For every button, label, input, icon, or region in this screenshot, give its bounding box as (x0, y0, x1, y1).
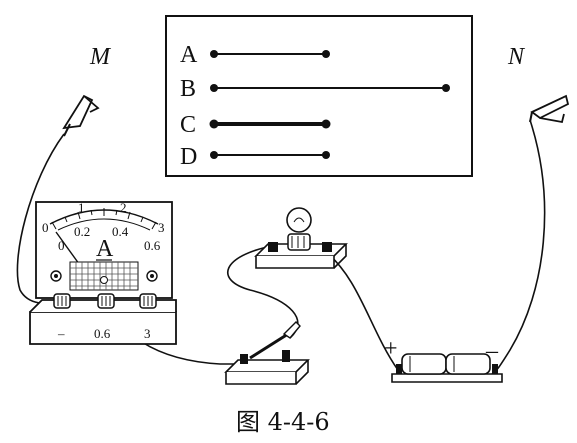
ammeter-terminal-label-3: 3 (144, 326, 151, 341)
wire-b-end-right (442, 84, 450, 92)
wire-a-end-left (210, 50, 218, 58)
clip-label-n: N (507, 44, 526, 70)
wire-board: A B C D (165, 15, 473, 177)
ammeter-scale-outer-1: 1 (78, 200, 85, 215)
wire-b-end-left (210, 84, 218, 92)
switch-handle (282, 321, 301, 339)
wire-d-end-left (210, 151, 218, 159)
wire-label-c: C (180, 112, 196, 138)
ammeter-scale-inner-0: 0 (58, 238, 65, 253)
ammeter-terminal-label-0-6: 0.6 (94, 326, 111, 341)
wire-lamp-to-battery (325, 251, 399, 371)
switch-base (224, 359, 310, 373)
ammeter-unit: A (96, 236, 114, 262)
ammeter-scale-inner-2: 0.4 (112, 224, 129, 239)
battery-holder (391, 373, 503, 383)
ammeter-terminal-minus (53, 293, 71, 309)
battery-cell-right (445, 353, 491, 375)
wire-switch-to-lamp (227, 245, 299, 339)
wire-board-frame (165, 15, 473, 177)
ammeter-scale-outer-2: 2 (120, 200, 127, 215)
alligator-clip-n (529, 94, 570, 124)
ammeter: 0 1 2 3 0 0.2 0.4 0.6 A (29, 200, 177, 345)
lamp (254, 207, 348, 269)
battery-negative-label: – (485, 338, 499, 364)
wire-clip-n-to-battery (491, 119, 546, 375)
ammeter-terminal-0-6 (97, 293, 115, 309)
connecting-wires (16, 119, 546, 375)
knife-switch (224, 321, 310, 385)
wire-label-a: A (180, 42, 198, 68)
wire-a-end-right (322, 50, 330, 58)
wire-d-end-right (322, 151, 330, 159)
battery-cell-left (401, 353, 447, 375)
wire-label-b: B (180, 76, 196, 102)
switch-blade (249, 332, 289, 360)
ammeter-scale-outer-3: 3 (158, 220, 165, 235)
clip-label-m: M (89, 44, 112, 70)
wire-label-d: D (180, 144, 197, 170)
ammeter-scale-outer-0: 0 (42, 220, 49, 235)
ammeter-terminal-label-minus: – (57, 326, 65, 341)
battery: + – (384, 336, 503, 383)
ammeter-terminal-3 (139, 293, 157, 309)
ammeter-scale-inner-1: 0.2 (74, 224, 90, 239)
figure-caption: 图 4-4-6 (236, 408, 330, 436)
ammeter-scale-inner-3: 0.6 (144, 238, 161, 253)
battery-positive-label: + (384, 336, 398, 362)
wire-c-end-left (209, 119, 219, 129)
wire-c-end-right (321, 119, 331, 129)
lamp-bulb (286, 207, 312, 233)
alligator-clip-m (62, 94, 100, 137)
